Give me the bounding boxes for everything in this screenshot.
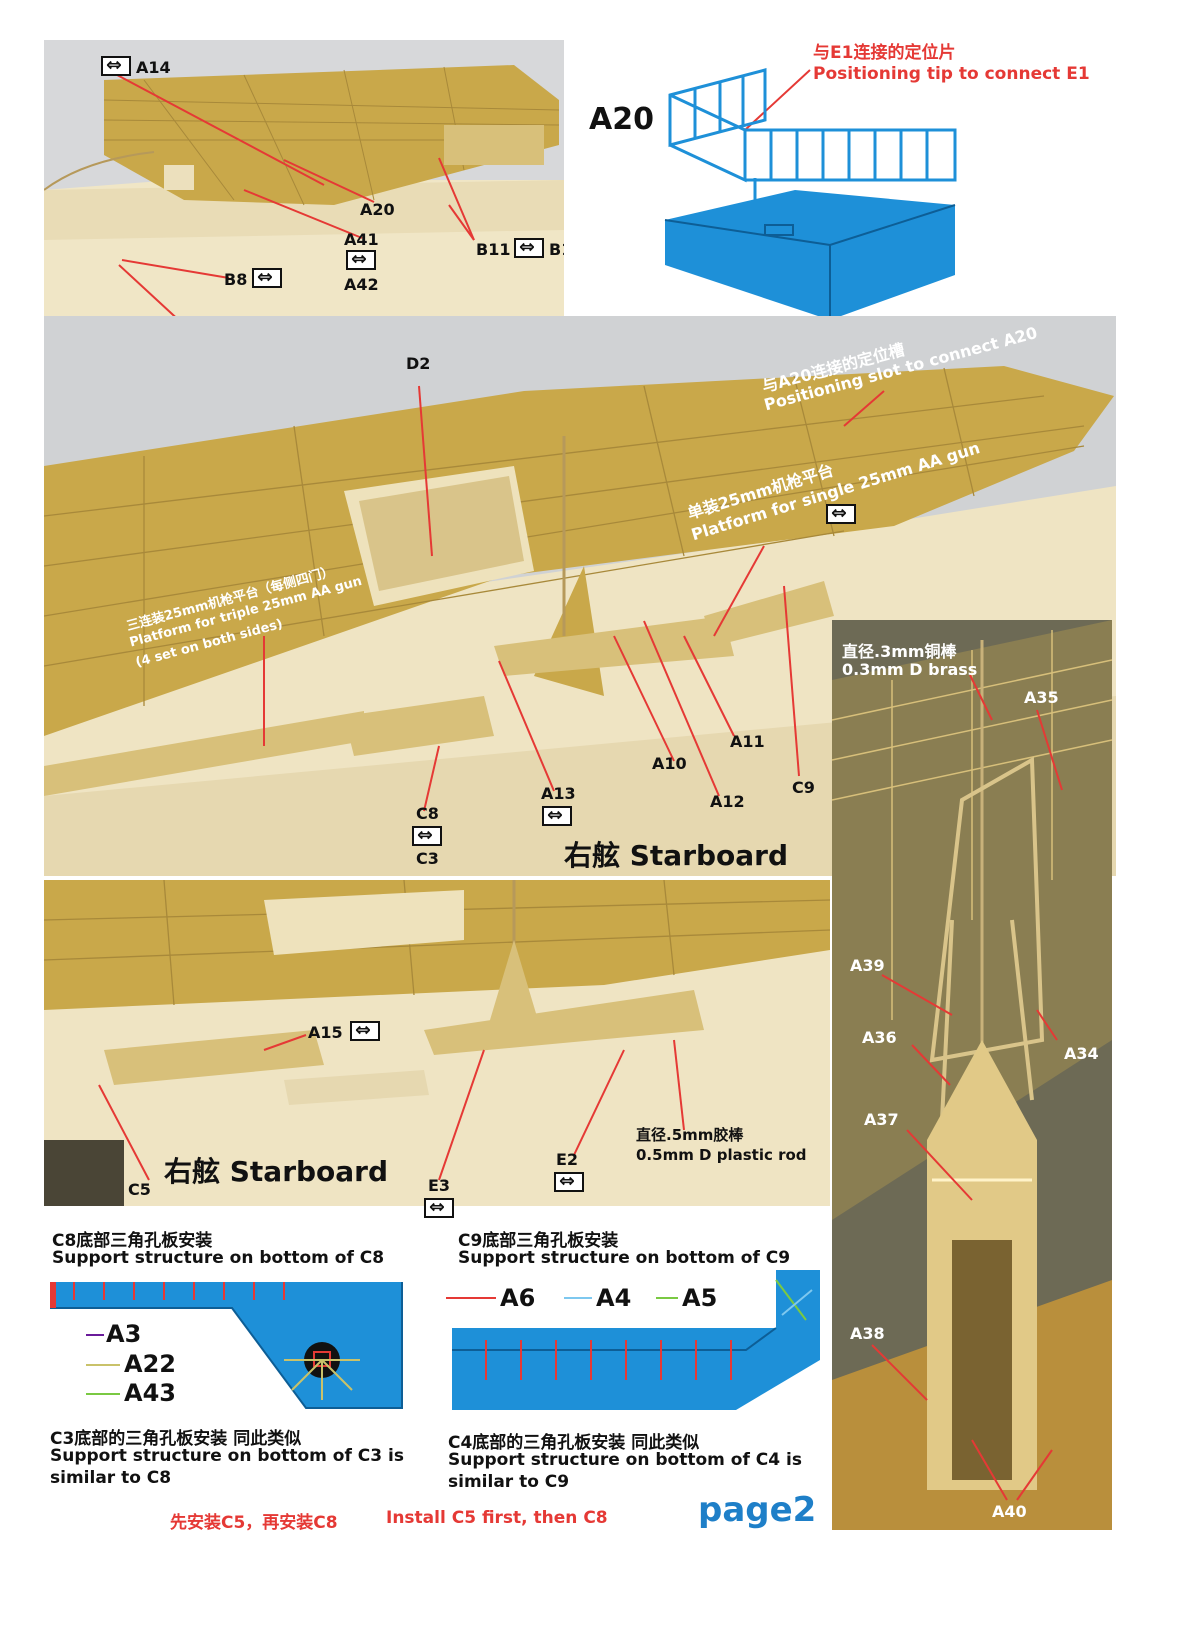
c3-note-en2: similar to C8 — [50, 1468, 172, 1488]
rod-note-en: 0.5mm D plastic rod — [636, 1146, 807, 1164]
c8-drawing — [50, 1282, 403, 1409]
mast-brass-en: 0.3mm D brass — [842, 660, 978, 679]
swap-icon — [514, 236, 544, 258]
label-b8: B8 — [224, 270, 248, 289]
c8-legend-a3: A3 — [106, 1320, 142, 1348]
label-a39: A39 — [850, 956, 885, 975]
diagram-a20-title: A20 — [589, 102, 654, 137]
label-a12: A12 — [710, 792, 745, 811]
label-a20: A20 — [360, 200, 395, 219]
label-a13: A13 — [541, 784, 576, 803]
c9-legend-a4: A4 — [596, 1284, 632, 1312]
photo-top-left-leaders — [103, 67, 475, 326]
label-a36: A36 — [862, 1028, 897, 1047]
label-a15: A15 — [308, 1023, 343, 1042]
page-number: page2 — [698, 1490, 817, 1530]
swap-icon — [412, 824, 442, 846]
starboard-caption-1: 右舷 Starboard — [564, 839, 789, 872]
install-order-en: Install C5 first, then C8 — [386, 1508, 608, 1528]
label-a42: A42 — [344, 275, 379, 294]
swap-icon — [252, 266, 282, 288]
photo-starboard-1-leaders — [263, 385, 885, 812]
c9-drawing — [446, 1270, 820, 1410]
c8-legend-a43: A43 — [124, 1379, 176, 1407]
c8-title-en: Support structure on bottom of C8 — [52, 1248, 385, 1268]
swap-icon — [346, 248, 376, 270]
c4-note-en1: Support structure on bottom of C4 is — [448, 1450, 802, 1470]
label-e2: E2 — [556, 1150, 579, 1169]
swap-icon — [554, 1170, 584, 1192]
swap-icon — [424, 1196, 454, 1218]
label-a10: A10 — [652, 754, 687, 773]
label-e3: E3 — [428, 1176, 451, 1195]
label-c3: C3 — [416, 849, 439, 868]
label-a14: A14 — [136, 58, 171, 77]
swap-icon — [350, 1019, 380, 1041]
c9-title-cn: C9底部三角孔板安装 — [458, 1231, 619, 1251]
c9-legend-a6: A6 — [500, 1284, 536, 1312]
swap-icon — [101, 54, 131, 76]
c3-note-cn: C3底部的三角孔板安装 同此类似 — [50, 1429, 302, 1449]
label-c5: C5 — [128, 1180, 151, 1199]
photo-mast-image — [832, 620, 1112, 1530]
c9-section: C9底部三角孔板安装 Support structure on bottom o… — [446, 1220, 830, 1500]
c9-legend-a5: A5 — [682, 1284, 718, 1312]
swap-icon — [826, 502, 856, 524]
label-a41: A41 — [344, 230, 379, 249]
photo-top-left-image — [44, 40, 564, 342]
c8-section: C8底部三角孔板安装 Support structure on bottom o… — [44, 1220, 444, 1490]
label-d2: D2 — [406, 354, 431, 373]
label-a37: A37 — [864, 1110, 899, 1129]
diagram-a20: A20 与E1连接的定位片 Positioning tip to connect… — [575, 30, 1175, 330]
starboard-caption-2: 右舷 Starboard — [164, 1155, 389, 1188]
label-a40: A40 — [992, 1502, 1027, 1521]
swap-icon — [542, 804, 572, 826]
label-b11: B11 — [476, 240, 511, 259]
c4-note-cn: C4底部的三角孔板安装 同此类似 — [448, 1433, 700, 1453]
label-b10: B10 — [549, 240, 564, 259]
photo-mast-leaders — [871, 674, 1063, 1501]
c9-title-en: Support structure on bottom of C9 — [458, 1248, 791, 1268]
c8-title-cn: C8底部三角孔板安装 — [52, 1231, 213, 1251]
photo-top-left: A14 A20 A41 A42 B11 B10 B8 B7 — [44, 40, 564, 342]
label-a38: A38 — [850, 1324, 885, 1343]
install-order-cn: 先安装C5，再安装C8 — [170, 1513, 338, 1533]
label-a35: A35 — [1024, 688, 1059, 707]
rod-note-cn: 直径.5mm胶棒 — [636, 1126, 744, 1144]
c4-note-en2: similar to C9 — [448, 1472, 570, 1492]
label-c9: C9 — [792, 778, 815, 797]
photo-starboard-2: A15 直径.5mm胶棒 0.5mm D plastic rod 右舷 Star… — [44, 880, 830, 1206]
c3-note-en1: Support structure on bottom of C3 is — [50, 1446, 404, 1466]
label-a34: A34 — [1064, 1044, 1099, 1063]
label-a11: A11 — [730, 732, 765, 751]
c8-legend-a22: A22 — [124, 1350, 176, 1378]
mast-brass-cn: 直径.3mm铜棒 — [842, 642, 957, 661]
label-c8: C8 — [416, 804, 439, 823]
photo-starboard-2-leaders — [98, 1034, 685, 1181]
diagram-a20-note-en: Positioning tip to connect E1 — [813, 64, 1090, 84]
photo-starboard-2-image — [44, 880, 830, 1206]
diagram-a20-drawing — [664, 68, 957, 320]
photo-mast: 直径.3mm铜棒 0.3mm D brass A35 A39 A36 A34 A… — [832, 620, 1112, 1530]
diagram-a20-note-cn: 与E1连接的定位片 — [813, 43, 956, 63]
